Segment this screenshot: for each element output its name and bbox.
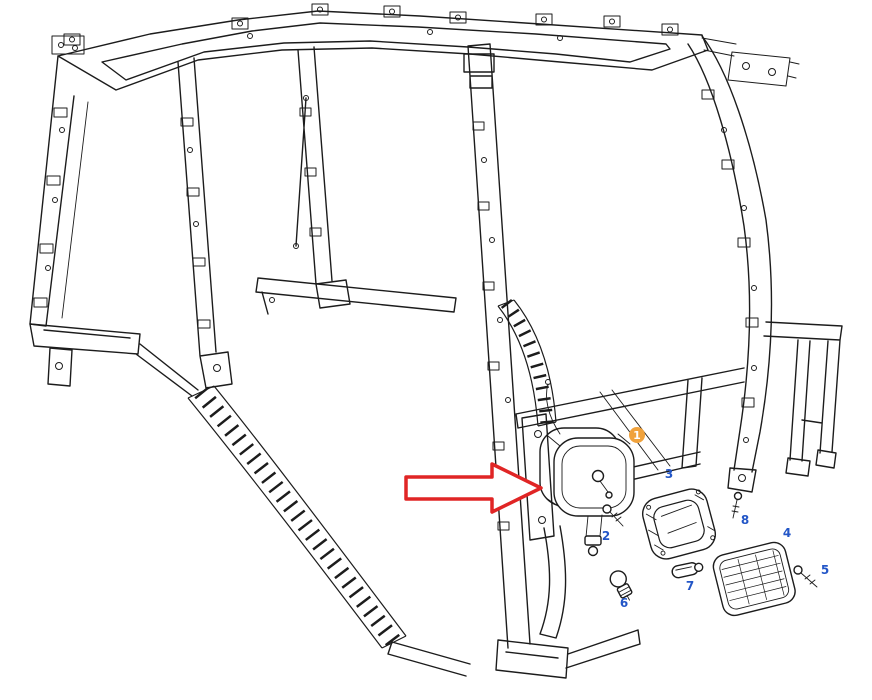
rear-window-rails xyxy=(515,367,745,483)
screw-5 xyxy=(793,565,818,588)
lamp-stem xyxy=(585,514,603,538)
bulb-holder-body xyxy=(671,562,699,579)
bottom-sills-and-foot xyxy=(387,525,641,679)
pillar-rear-right-hinges xyxy=(701,89,759,408)
callout-8: 8 xyxy=(741,513,749,527)
top-left-bracket xyxy=(51,35,85,55)
lens-bezel-gasket-hatch xyxy=(645,494,716,551)
screw-2-head xyxy=(602,504,612,514)
bolt-holes-small xyxy=(45,6,757,443)
screw-5-head xyxy=(793,565,803,575)
left-window-glass-edge xyxy=(61,101,89,319)
lamp-knob xyxy=(587,545,599,557)
bulb xyxy=(609,570,633,601)
lens-bezel-outer xyxy=(641,488,717,560)
screw-8-head xyxy=(733,491,743,501)
left-sill-band-edges xyxy=(187,385,407,649)
pointer-arrow xyxy=(404,462,543,514)
callout-5: 5 xyxy=(821,563,829,577)
screw-2-shaft xyxy=(609,511,624,527)
callout-1: 1 xyxy=(633,429,641,442)
lens-outer xyxy=(712,541,796,617)
lens-bezel-corner-holes xyxy=(646,489,716,556)
weatherstrip-bands xyxy=(187,298,557,649)
callout-7: 7 xyxy=(686,579,694,593)
lamp-housing-depth-lines xyxy=(545,433,631,507)
dash-ledge xyxy=(255,277,457,315)
cab-frame xyxy=(29,3,843,679)
lamp-pivot-washer xyxy=(605,491,613,499)
roof-ring xyxy=(57,10,709,91)
lens-flutes xyxy=(721,550,787,605)
pillar-main-center-hinges xyxy=(472,121,510,531)
screw-5-shaft xyxy=(800,572,818,588)
bulb-base-threads xyxy=(618,586,632,601)
screw-8 xyxy=(731,491,743,519)
screw-2 xyxy=(602,504,624,527)
top-right-hinge-arm xyxy=(701,37,800,87)
bulb-holder xyxy=(671,562,704,579)
lens-inner xyxy=(719,548,790,610)
pillar-main-center xyxy=(463,43,531,649)
lens-bezel xyxy=(641,488,717,560)
pillar-front-left xyxy=(29,55,75,327)
left-sill-band-bars xyxy=(194,386,401,648)
screw-8-shaft xyxy=(731,499,740,519)
pillar-front-center-hinges xyxy=(299,107,322,237)
callout-2: 2 xyxy=(602,529,610,543)
bulb-holder-line xyxy=(675,566,692,571)
pillar-rear-right xyxy=(687,35,773,493)
pillar-left-inner-hinges xyxy=(180,117,211,329)
lens-bezel-inner xyxy=(653,499,705,549)
right-fender-frame xyxy=(763,321,843,477)
lamp-pivot-stud xyxy=(591,469,605,483)
lens xyxy=(712,541,796,617)
bolt-holes-large xyxy=(55,62,776,524)
pillar-front-center xyxy=(295,46,351,309)
lamp-assembly xyxy=(539,427,818,617)
callouts: 1 2 3 4 5 6 7 8 xyxy=(602,427,829,610)
bottom-left-bracket xyxy=(29,323,199,397)
pillar-front-left-hinges xyxy=(33,107,68,308)
callout-3: 3 xyxy=(665,467,673,481)
callout-1-badge xyxy=(629,427,645,443)
bulb-holder-cap xyxy=(694,562,704,572)
pillar-left-inner xyxy=(177,57,233,389)
roof-mounting-tabs xyxy=(63,3,679,46)
rear-corner-band-edges xyxy=(497,299,557,427)
lamp-pivot-link xyxy=(599,480,609,493)
lamp-housing-inner-rim xyxy=(561,445,627,509)
lamp-housing xyxy=(539,427,635,557)
callout-4: 4 xyxy=(783,526,791,540)
callout-6: 6 xyxy=(620,596,628,610)
rear-corner-band-bars xyxy=(500,298,554,425)
lamp-stem-nut xyxy=(584,535,602,546)
